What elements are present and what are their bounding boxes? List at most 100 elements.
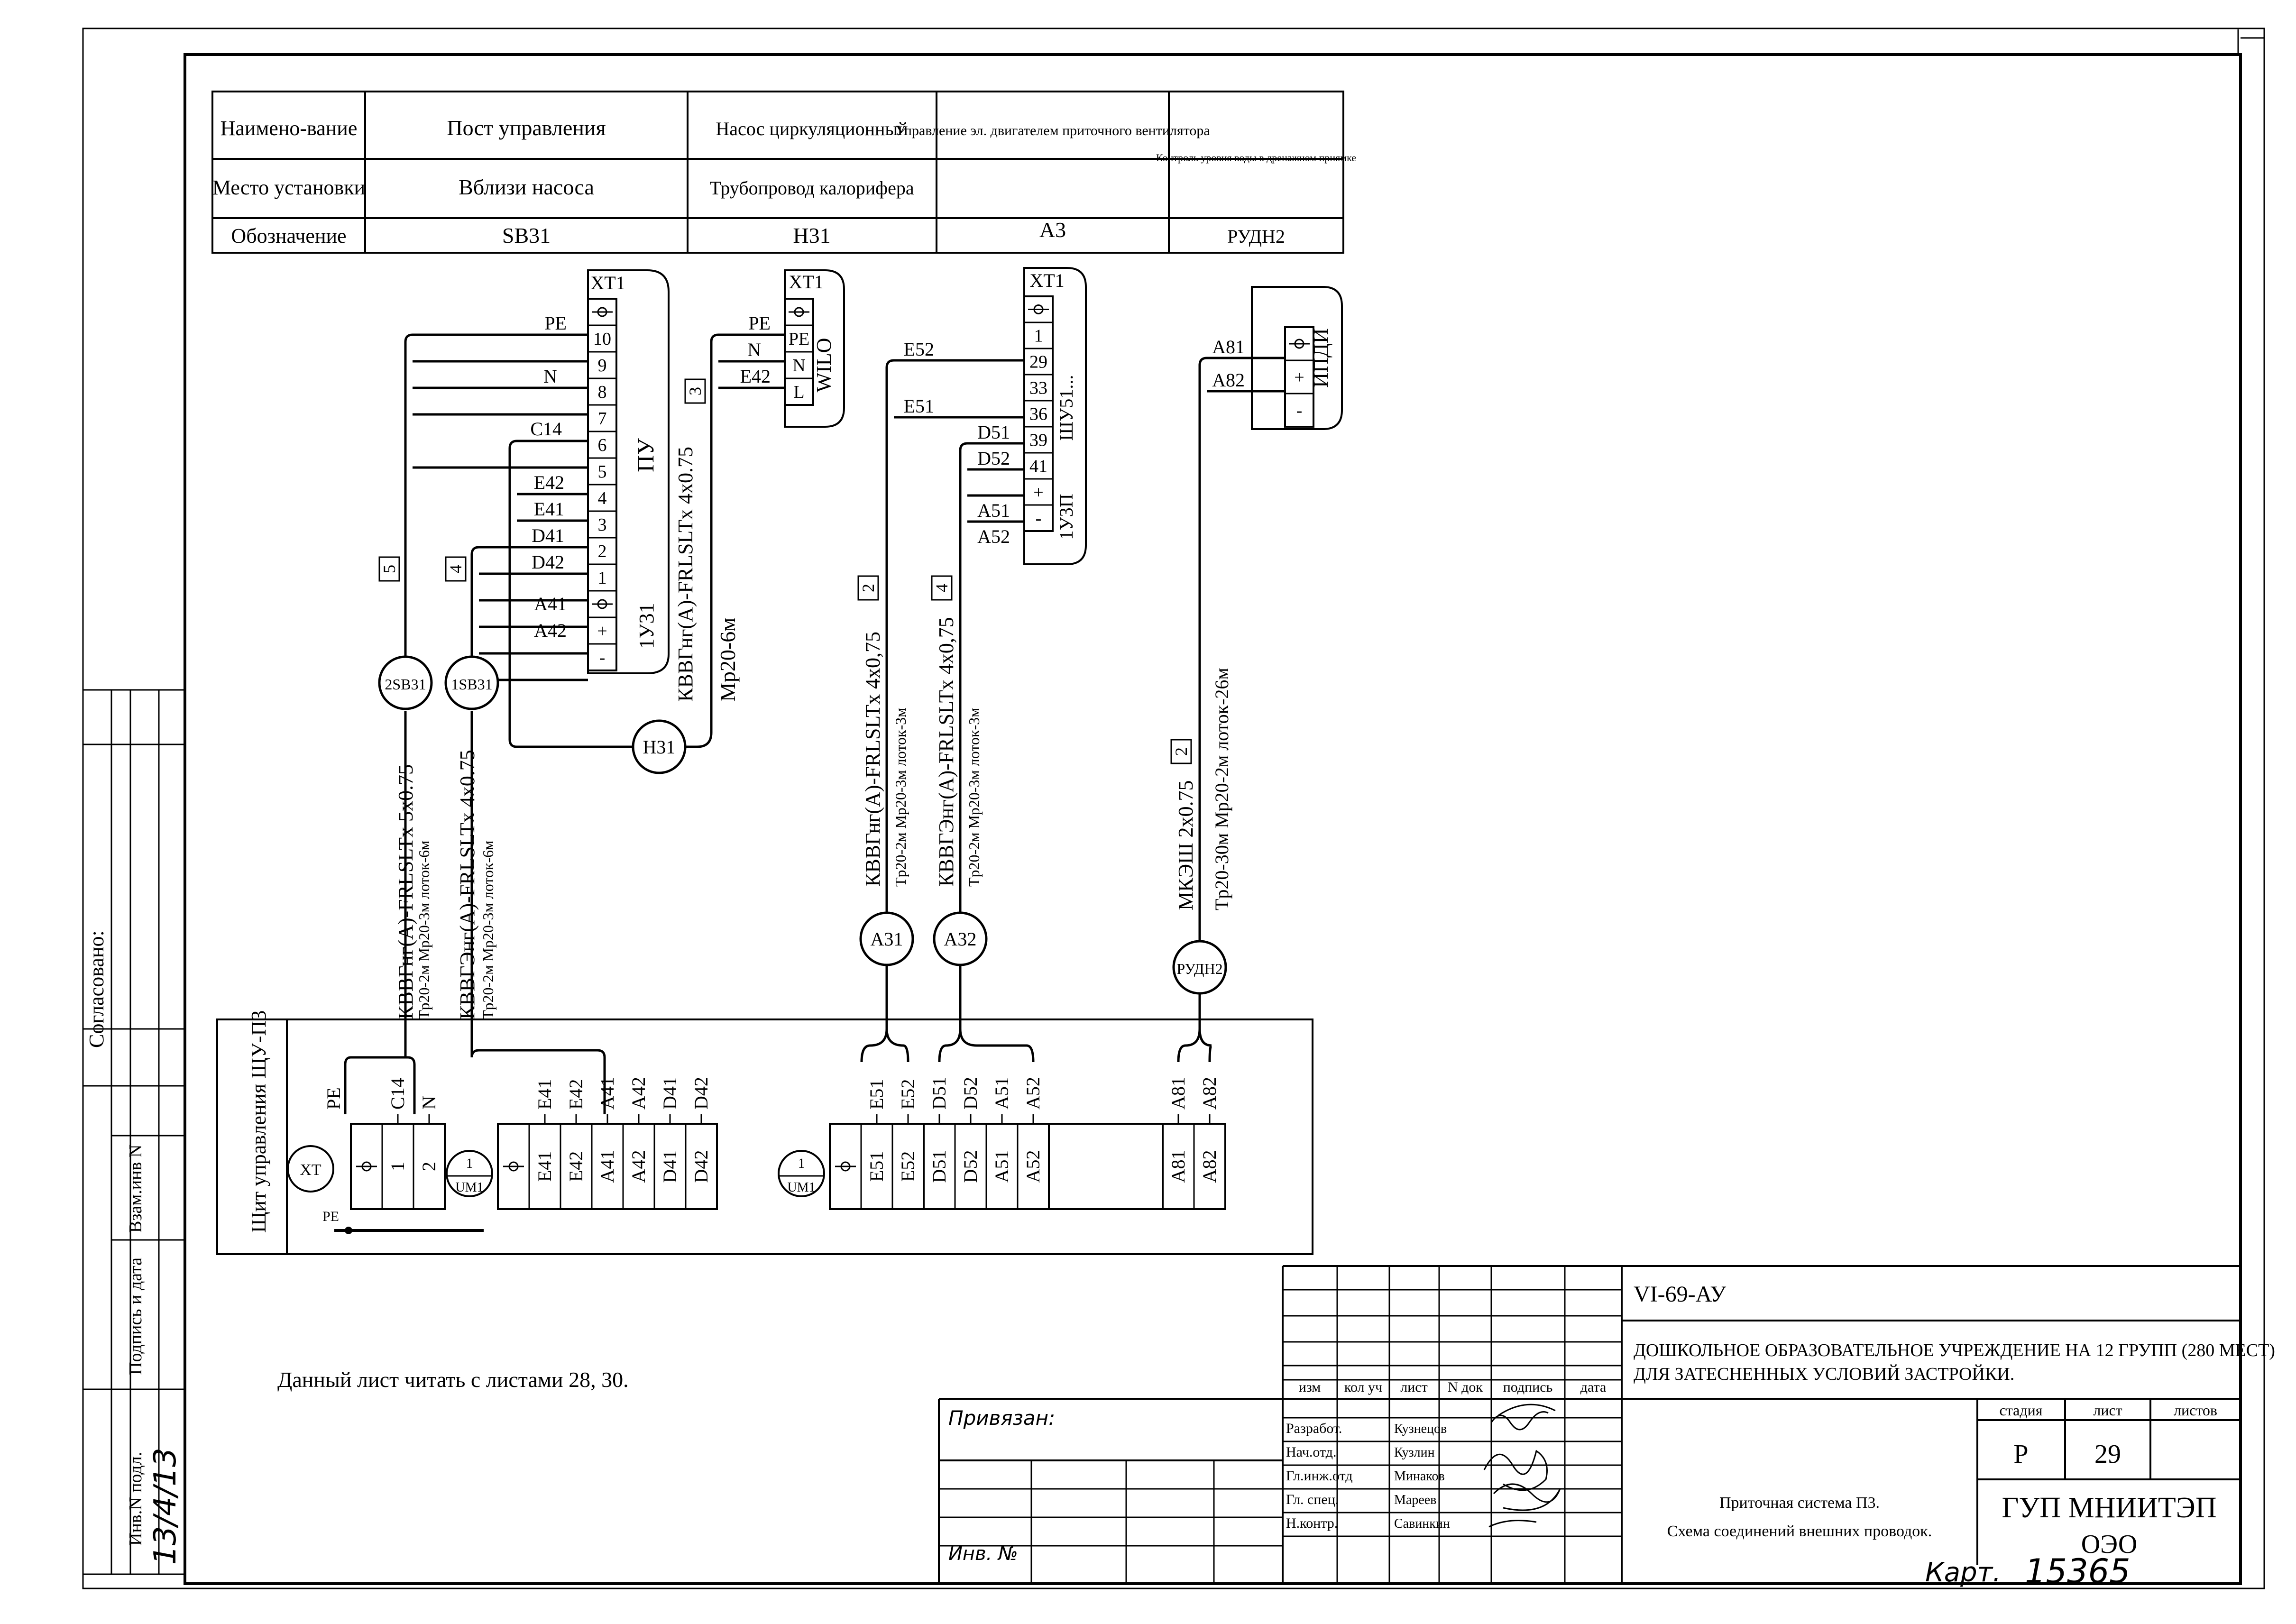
spacer-strip (1048, 1123, 1164, 1210)
group5-bottom-label: A82 (1199, 1150, 1220, 1183)
pump-title: WILO (812, 338, 836, 393)
group5-bottom-label: A81 (1167, 1150, 1189, 1183)
panel-bus-arc (344, 1056, 405, 1114)
stamp-sheet-label: лист (2093, 1402, 2122, 1419)
stamp-header: дата (1580, 1379, 1607, 1395)
terminal-label: 1 (598, 568, 607, 588)
stamp-inv-no: Инв. № (948, 1543, 1018, 1565)
group1-top-label: N (418, 1096, 440, 1110)
um-top-label: 1 (466, 1156, 473, 1171)
cable-route-label: Tр20-2м Mp20-3м лоток-6м (479, 841, 496, 1019)
stamp-bound: Привязан: (948, 1406, 1055, 1430)
col1-name: Пост управления (447, 116, 606, 140)
terminal-label: 41 (1029, 457, 1047, 477)
terminal-label: 10 (593, 329, 611, 349)
wire-label: E42 (740, 366, 771, 387)
wire-label: E52 (904, 339, 934, 360)
terminal-label: 39 (1029, 431, 1047, 450)
stamp-org-1: ГУП МНИИТЭП (2002, 1492, 2216, 1524)
group4-bottom-label: D51 (928, 1150, 950, 1183)
panel-bus-arc (1198, 1028, 1212, 1063)
cable-type-label: КВВГнг(A)-FRLSLTx 4x0.75 (674, 447, 697, 702)
handwritten-date: 13/4/13 (148, 1448, 183, 1565)
col3-name: Управление эл. двигателем приточного вен… (895, 123, 1210, 138)
terminal-label: 2 (598, 541, 607, 561)
stamp-sheets-label: листов (2174, 1402, 2217, 1419)
group2-top-label: A41 (597, 1077, 618, 1110)
group2-top-label: D41 (659, 1077, 680, 1110)
wire-label: C14 (530, 418, 562, 440)
sheet-note: Данный лист читать с листами 28, 30. (277, 1367, 629, 1392)
row-label-designation: Обозначение (231, 224, 346, 248)
cable-1-number-box (445, 556, 467, 582)
um-circle (446, 1150, 493, 1197)
group2-bottom-label: E41 (534, 1151, 555, 1182)
terminal-label: - (1036, 509, 1042, 529)
terminal-label: 7 (598, 409, 607, 429)
wire-label: E51 (904, 395, 934, 417)
terminal-label: 1 (1034, 326, 1043, 346)
post-xt: XT1 (590, 272, 625, 294)
terminal-label: - (1296, 401, 1303, 421)
cable-3-number-box (857, 575, 879, 601)
wire-label: PE (544, 312, 567, 334)
node-3-circle (859, 911, 914, 966)
shu-title: ШУ51... (1056, 375, 1077, 441)
stamp-header: изм (1299, 1379, 1321, 1395)
group1-bottom-label: 2 (418, 1162, 440, 1171)
col1-place: Вблизи насоса (459, 175, 594, 199)
stamp-project-1: ДОШКОЛЬНОЕ ОБРАЗОВАТЕЛЬНОЕ УЧРЕЖДЕНИЕ НА… (1634, 1340, 2275, 1360)
stamp-header: N док (1448, 1379, 1483, 1395)
stamp-kart-no: 15365 (2025, 1552, 2131, 1591)
um-circle (778, 1150, 825, 1197)
stamp-sheet: 29 (2094, 1440, 2121, 1469)
group4-top-label: A51 (991, 1077, 1012, 1110)
panel-bus-arc (470, 1049, 606, 1114)
terminal-label: 36 (1029, 404, 1047, 424)
cable-route-label: Tр20-2м Mp20-3м лоток-3м (965, 708, 983, 887)
node-label: 1SB31 (451, 676, 492, 693)
panel-bus-arc (1177, 1028, 1201, 1063)
stamp-people: Разработ.КузнецовНач.отд.КузлинГл.инж.от… (1286, 1421, 1450, 1531)
col1-designation: SB31 (502, 223, 551, 248)
cable-type-label: КВВГЭнг(A)-FRLSLTx 4x0,75 (935, 617, 958, 887)
shu-xt: XT1 (1029, 270, 1064, 291)
node-label: H31 (643, 736, 676, 758)
cable-route-label: Tр20-2м Mp20-3м лоток-6м (415, 841, 432, 1019)
group4-top-label: D52 (960, 1077, 981, 1110)
wire-label: N (543, 366, 557, 387)
header-table: Наимено-вание Место установки Обозначени… (211, 91, 1356, 254)
stamp-header: лист (1400, 1379, 1427, 1395)
cable-route-label: Tр20-2м Mp20-3м лоток-3м (892, 708, 909, 887)
group2-bottom-label: A41 (597, 1150, 618, 1183)
stamp-role: Нач.отд. (1286, 1444, 1336, 1460)
wire-label: E41 (534, 498, 564, 520)
terminal-label: 4 (598, 488, 607, 508)
wire-label: D51 (977, 422, 1010, 443)
cable-number: 2 (859, 584, 878, 592)
stamp-name: Савинкин (1394, 1516, 1450, 1531)
stamp-sheet-title-1: Приточная система П3. (1719, 1494, 1880, 1512)
panel-xt-circle (287, 1145, 334, 1193)
terminal-label: + (597, 621, 607, 641)
cable-number: 5 (380, 565, 399, 573)
terminal-label: PE (789, 329, 809, 349)
group5-top-label: A82 (1199, 1077, 1220, 1110)
group3-bottom-label: E52 (897, 1151, 918, 1182)
cable-route-label: Tр20-30м Mp20-2м лоток-26м (1211, 668, 1232, 910)
stamp-header: подпись (1503, 1379, 1553, 1395)
podp-label: Подпись и дата (126, 1257, 146, 1375)
wire-label: A81 (1212, 336, 1245, 358)
panel-bus-arc (959, 1028, 1035, 1063)
wire-label: A51 (977, 500, 1010, 521)
group2-top-label: E42 (565, 1079, 587, 1110)
cable-type-label: КВВГнг(A)-FRLSLTx 4x0,75 (861, 632, 884, 887)
panel-bus-arc (860, 1028, 888, 1063)
group1-top-label: C14 (387, 1078, 408, 1110)
stamp-org-2: ОЭО (2081, 1530, 2138, 1559)
